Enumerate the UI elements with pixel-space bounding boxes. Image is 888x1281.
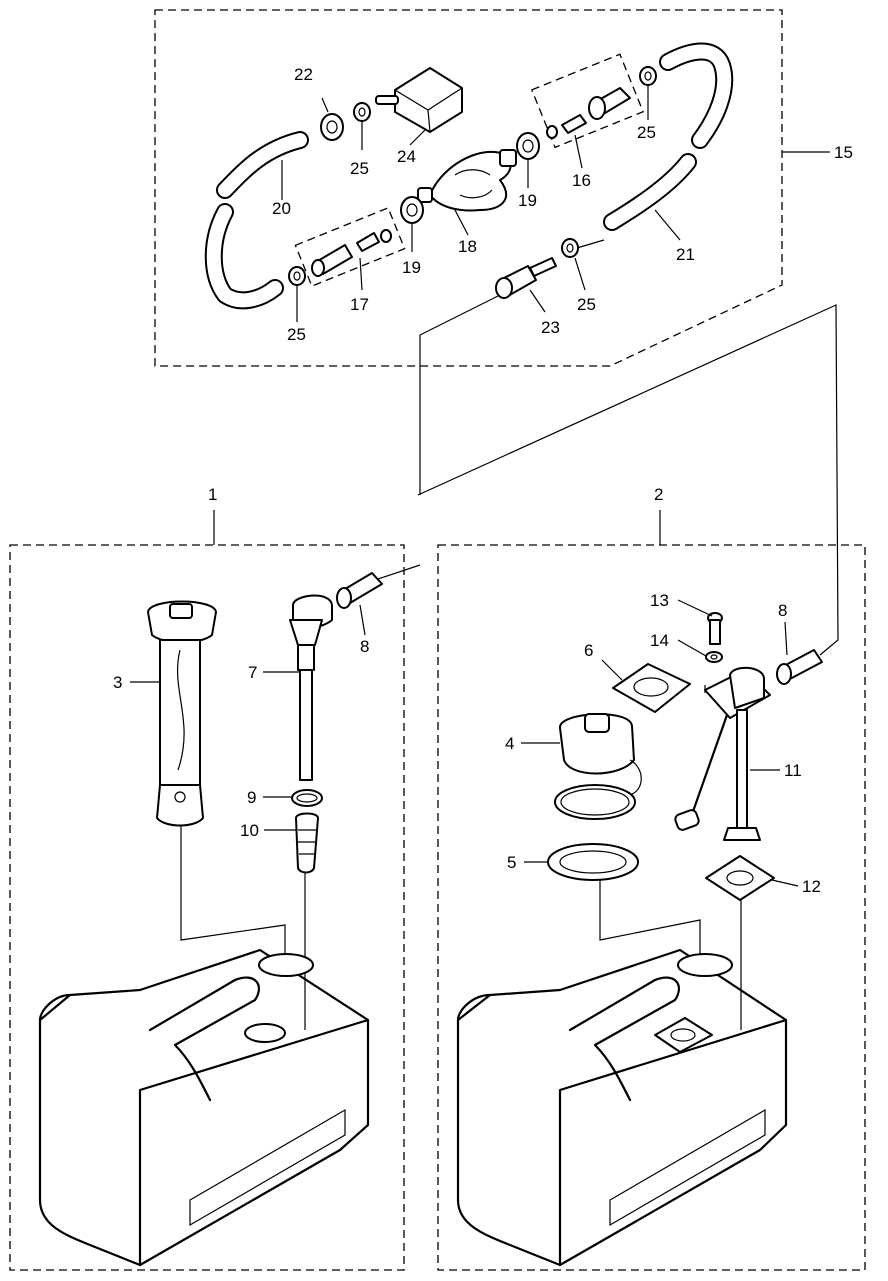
hose-top-right [659,42,734,149]
callout-3: 3 [113,673,122,692]
callout-20: 20 [272,199,291,218]
o-ring-9 [291,789,323,807]
clamp-25-c [288,266,306,286]
clamp-25-a [353,102,371,122]
callout-2: 2 [654,485,663,504]
connector-8-right [776,649,823,685]
callout-1: 1 [208,485,217,504]
callout-25-d: 25 [577,295,596,314]
connector-17 [311,229,392,277]
callout-21: 21 [676,245,695,264]
connection-lines [180,239,839,1030]
connector-24 [375,67,463,133]
callout-9: 9 [247,788,256,807]
gasket-12 [705,855,775,901]
fuel-gauge-11 [674,666,771,841]
primer-bulb [417,149,517,212]
callout-15: 15 [834,143,853,162]
callout-17: 17 [350,295,369,314]
tank-assembly-left-frame [9,544,405,1271]
pickup-tube-7 [289,594,333,781]
gasket-6 [612,663,691,713]
tank-assembly-right-frame [437,544,866,1271]
callout-19-a: 19 [402,258,421,277]
callout-23: 23 [541,318,560,337]
callout-6: 6 [584,641,593,660]
callout-25-a: 25 [350,159,369,178]
callout-5: 5 [507,853,516,872]
callout-4: 4 [505,734,514,753]
callout-14: 14 [650,631,669,650]
callout-7: 7 [248,663,257,682]
callout-8-right: 8 [778,601,787,620]
callout-18: 18 [458,237,477,256]
retainer-ring-5 [547,843,639,881]
callout-22: 22 [294,65,313,84]
callout-10: 10 [240,821,259,840]
fuel-tank-left [38,948,370,1267]
clamp-19-b [516,132,540,160]
screw-13 [707,612,723,645]
callout-8-left: 8 [360,637,369,656]
callout-13: 13 [650,591,669,610]
callout-12: 12 [802,877,821,896]
hose-21 [603,153,697,231]
connector-8-left [336,572,383,609]
callout-11: 11 [784,761,802,780]
filler-cap-4 [559,713,642,796]
washer-14 [705,651,723,663]
clamp-25-b [639,66,657,86]
callout-16: 16 [572,171,591,190]
hose-20 [204,131,309,310]
connector-17-group [294,207,406,287]
fitting-23 [495,257,557,299]
callout-24: 24 [397,147,416,166]
fuel-gauge-3 [147,600,217,827]
fuel-hose-assembly-frame [154,9,783,367]
callout-leaders [130,86,830,887]
connector-16 [546,87,631,139]
filter-10 [295,812,319,874]
clamp-22 [320,113,344,141]
callout-25-c: 25 [287,325,306,344]
callout-19-b: 19 [518,191,537,210]
callout-25-b: 25 [637,123,656,142]
clamp-19-a [400,196,424,224]
cap-seal-ring [554,784,636,820]
clamp-25-d [561,238,579,258]
fuel-tank-right [456,948,788,1267]
